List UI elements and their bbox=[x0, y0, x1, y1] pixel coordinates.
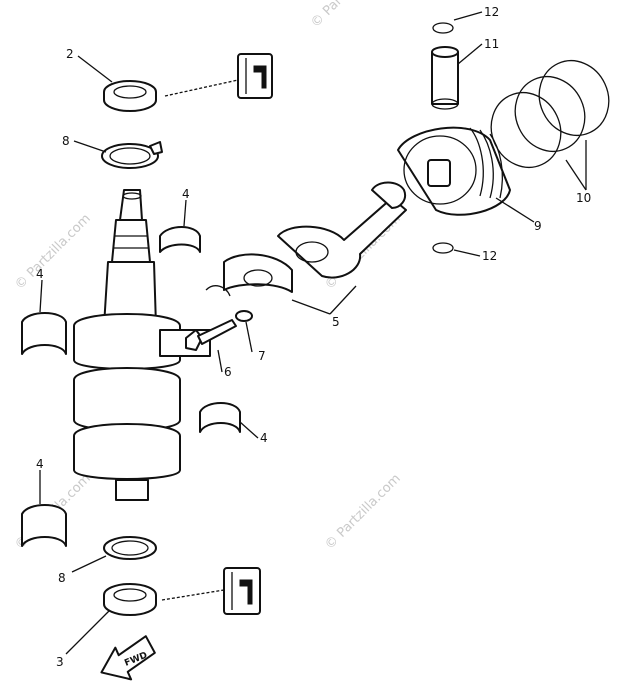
oil-seal-bottom bbox=[103, 583, 157, 616]
seal-detail-bottom bbox=[161, 567, 261, 615]
bearing-half-lower-right bbox=[199, 402, 241, 433]
watermark-bottom-right: © Partzilla.com bbox=[322, 471, 404, 553]
callout-oil-seal-top: 2 bbox=[66, 47, 74, 61]
callout-oil-seal-bottom: 3 bbox=[56, 655, 64, 669]
callout-piston-rings: 10 bbox=[576, 191, 591, 205]
callout-washer: 7 bbox=[258, 349, 266, 363]
watermark-top: © Partzilla.com bbox=[308, 0, 390, 31]
callout-bearing-ring-bottom: 8 bbox=[58, 571, 66, 585]
bearing-ring-bottom bbox=[103, 536, 157, 560]
front-direction-arrow: FWD bbox=[100, 635, 156, 681]
bearing-half-lower-left bbox=[21, 504, 67, 547]
callout-labels: 2 8 4 4 5 6 7 4 4 8 3 12 11 9 10 12 bbox=[36, 5, 591, 669]
circlip-bottom bbox=[432, 242, 454, 254]
callout-piston: 9 bbox=[534, 219, 542, 233]
seal-detail-top bbox=[164, 53, 273, 99]
crankshaft bbox=[73, 189, 211, 501]
callout-bearing-ring-top: 8 bbox=[62, 134, 70, 148]
piston-rings bbox=[490, 60, 610, 168]
callout-circlip-top: 12 bbox=[484, 5, 499, 19]
callout-connecting-rod: 5 bbox=[332, 315, 340, 329]
piston bbox=[397, 126, 511, 216]
rod-bolt bbox=[185, 319, 237, 351]
connecting-rod bbox=[277, 181, 407, 279]
bearing-ring-top bbox=[101, 141, 163, 169]
callout-bearing-lower-right: 4 bbox=[260, 431, 268, 445]
callout-circlip-bottom: 12 bbox=[482, 249, 497, 263]
watermark-left: © Partzilla.com bbox=[12, 211, 94, 293]
piston-pin bbox=[431, 46, 459, 110]
callout-bearing-left: 4 bbox=[36, 267, 44, 281]
callout-bearing-lower-left: 4 bbox=[36, 457, 44, 471]
circlip-top bbox=[432, 22, 454, 34]
bearing-half-left bbox=[21, 312, 67, 355]
rod-cap bbox=[223, 253, 293, 293]
callout-rod-bolt: 6 bbox=[224, 365, 232, 379]
callout-piston-pin: 11 bbox=[484, 37, 499, 51]
watermarks: © Partzilla.com © Partzilla.com © Partzi… bbox=[12, 0, 404, 553]
leader-lines bbox=[39, 11, 587, 655]
callout-bearing-upper-right: 4 bbox=[182, 187, 190, 201]
bearing-half-upper-right bbox=[159, 226, 201, 253]
oil-seal-top bbox=[103, 80, 157, 112]
washer bbox=[205, 285, 253, 322]
